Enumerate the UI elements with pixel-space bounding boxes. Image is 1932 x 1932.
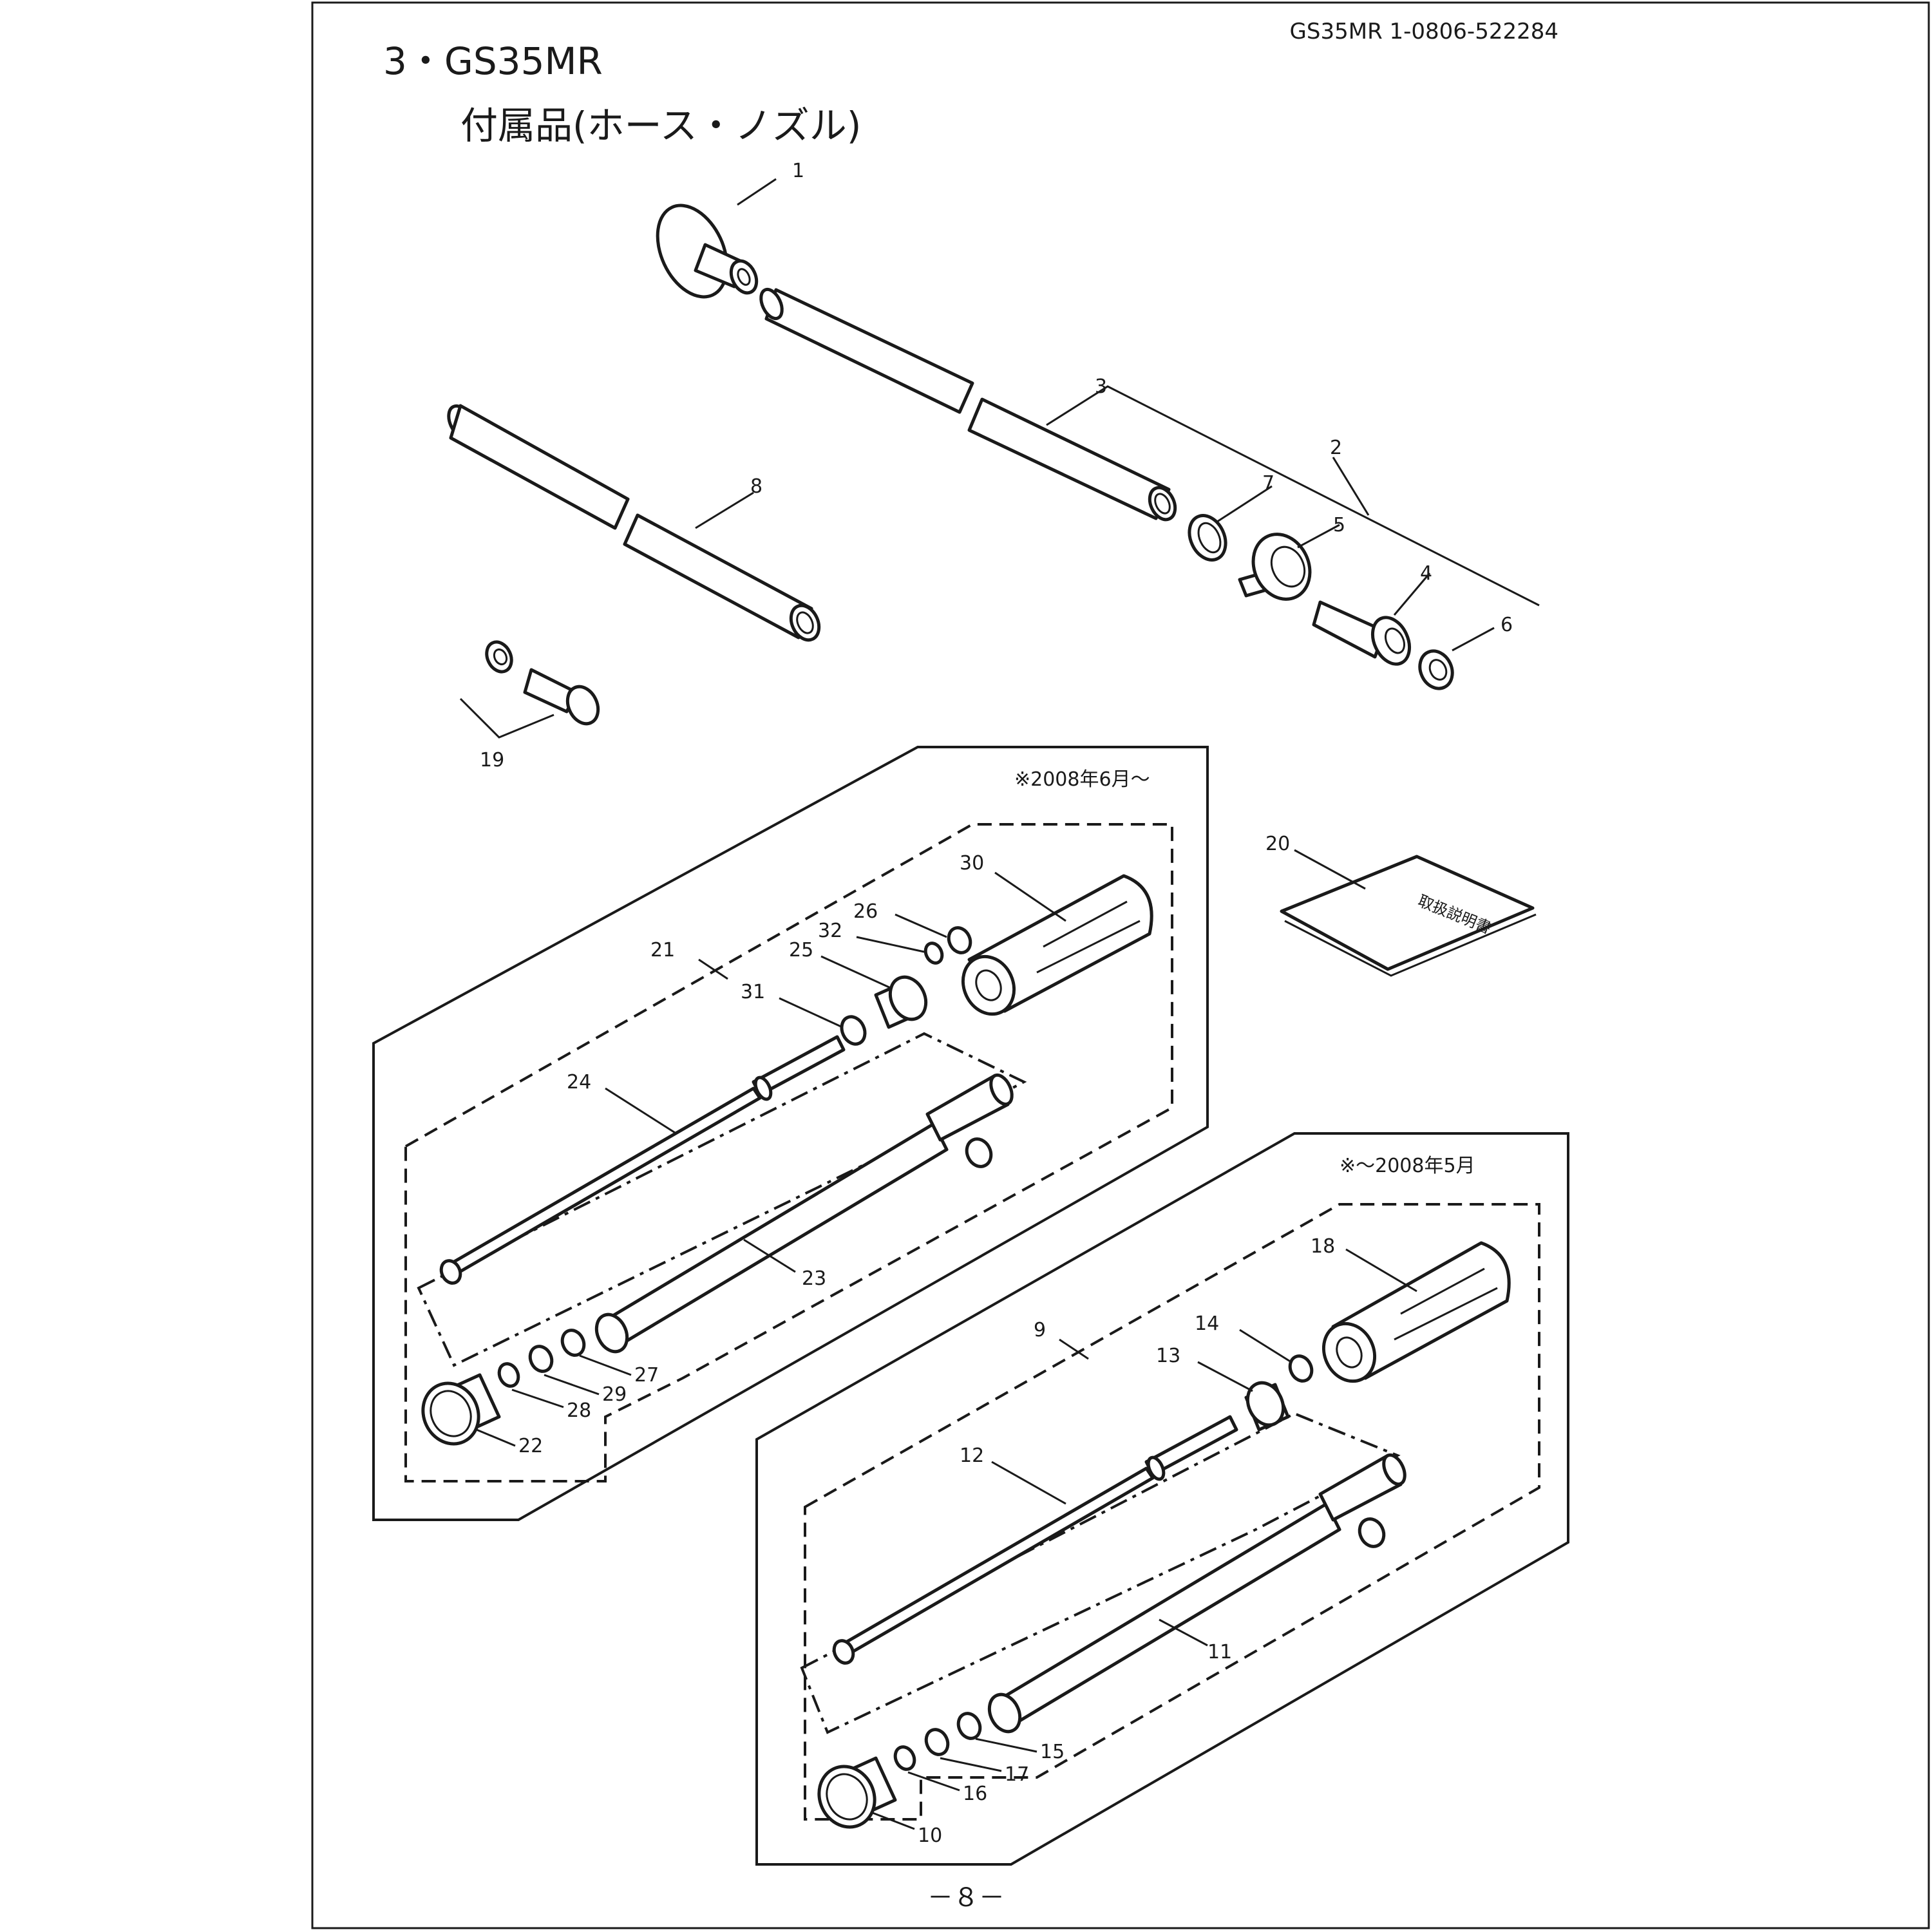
- callout-22: 22: [518, 1435, 543, 1457]
- hose-clamp-part: [1188, 514, 1227, 562]
- instruction-manual-part: 取扱説明書: [1280, 855, 1537, 977]
- main-hose-part: [759, 287, 1177, 522]
- nozzle-grip-18-part: [1321, 1241, 1511, 1383]
- page-subtitle: 付属品(ホース・ノズル): [460, 104, 861, 147]
- small-nut-14-part: [1288, 1354, 1314, 1383]
- callout-9: 9: [1034, 1319, 1046, 1341]
- disc-16-part: [893, 1745, 916, 1771]
- callout-8: 8: [750, 475, 762, 498]
- callout-30: 30: [960, 852, 984, 875]
- callout-32: 32: [818, 920, 842, 942]
- callout-27: 27: [634, 1364, 659, 1387]
- washer-part: [1418, 649, 1454, 690]
- callout-4: 4: [1420, 562, 1432, 585]
- callout-3: 3: [1095, 375, 1107, 398]
- note-old-version: ※～2008年5月: [1340, 1155, 1475, 1177]
- callout-26: 26: [853, 900, 878, 923]
- small-nut-26-part: [947, 926, 972, 954]
- callout-5: 5: [1333, 514, 1345, 536]
- hose-nut-part: [1238, 533, 1312, 601]
- callout-2: 2: [1330, 437, 1342, 459]
- callout-28: 28: [567, 1399, 591, 1422]
- callout-12: 12: [960, 1444, 984, 1467]
- bushing-25-part: [874, 975, 928, 1029]
- callout-7: 7: [1262, 472, 1274, 495]
- disc-28-part: [497, 1362, 520, 1388]
- ring-27-part: [560, 1329, 586, 1357]
- tank-joint-part: [656, 204, 759, 299]
- callout-19: 19: [480, 749, 504, 772]
- spindle-24-part: [439, 1035, 846, 1285]
- nozzle-barrel-11-part: [987, 1453, 1406, 1734]
- extension-hose-part: [447, 404, 821, 642]
- callout-16: 16: [963, 1783, 987, 1805]
- adapter-part: [485, 640, 600, 726]
- callout-24: 24: [567, 1071, 591, 1094]
- section-title: 3・GS35MR: [383, 39, 603, 83]
- callout-10: 10: [918, 1824, 942, 1847]
- bushing-13-part: [1244, 1381, 1290, 1432]
- ring-31-part: [840, 1015, 867, 1046]
- callout-1: 1: [792, 160, 804, 182]
- callout-25: 25: [789, 939, 813, 961]
- note-new-version: ※2008年6月～: [1014, 768, 1150, 791]
- callout-11: 11: [1208, 1641, 1232, 1663]
- nozzle-grip-part: [961, 874, 1153, 1016]
- callout-18: 18: [1311, 1235, 1335, 1258]
- callout-6: 6: [1501, 614, 1513, 636]
- callout-21: 21: [650, 939, 675, 961]
- callout-23: 23: [802, 1267, 826, 1290]
- nozzle-cap-22-part: [421, 1373, 501, 1446]
- page-number: －８－: [927, 1883, 1005, 1913]
- callout-13: 13: [1156, 1345, 1180, 1367]
- page-frame: [311, 1, 1930, 1929]
- washer-29-part: [528, 1345, 554, 1373]
- ring-15-part: [956, 1712, 982, 1740]
- callout-14: 14: [1195, 1312, 1219, 1335]
- nozzle-cap-10-part: [817, 1756, 897, 1829]
- spindle-12-part: [832, 1415, 1238, 1665]
- hose-nipple-part: [1312, 600, 1412, 666]
- callout-15: 15: [1040, 1741, 1065, 1763]
- callout-29: 29: [602, 1383, 627, 1406]
- o-ring-32-part: [923, 942, 944, 965]
- callout-17: 17: [1005, 1763, 1029, 1786]
- washer-17-part: [924, 1728, 950, 1756]
- callout-20: 20: [1265, 833, 1290, 855]
- old-nozzle-group-frame: [755, 1132, 1569, 1866]
- new-nozzle-group-frame: [372, 746, 1209, 1521]
- nozzle-barrel-23-part: [594, 1073, 1014, 1354]
- callout-31: 31: [741, 981, 765, 1003]
- document-code: GS35MR 1-0806-522284: [1290, 19, 1558, 44]
